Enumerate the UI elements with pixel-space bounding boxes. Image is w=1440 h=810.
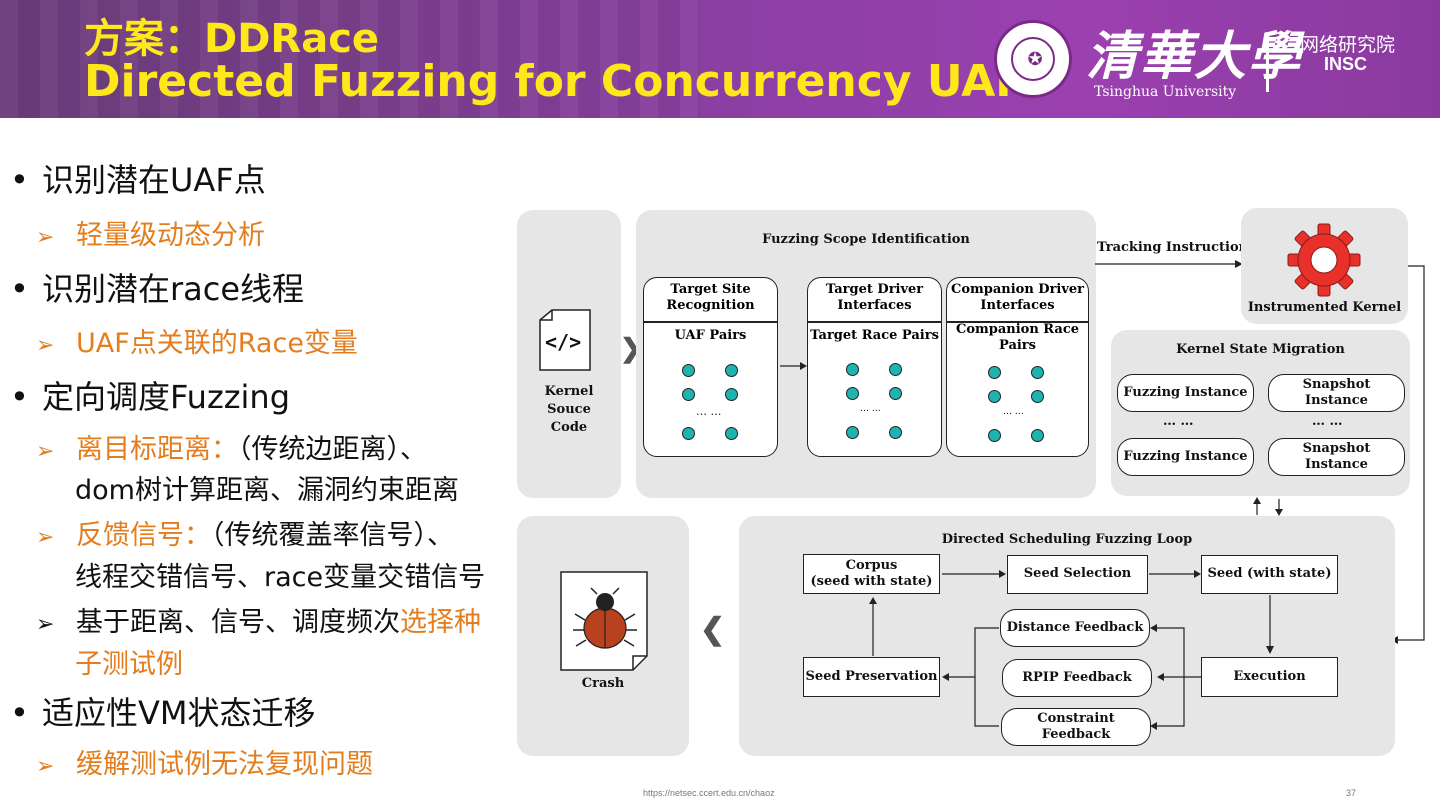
companion-driver-title: Companion Driver Interfaces (947, 282, 1088, 315)
bullet-text: 定向调度Fuzzing (42, 378, 290, 416)
bullet-level1: •识别潜在race线程 (10, 264, 304, 310)
bullet-level1: •适应性VM状态迁移 (10, 688, 316, 734)
code-glyph: </> (545, 330, 581, 354)
bullet-text: 识别潜在UAF点 (42, 161, 266, 199)
bullet-text: 离目标距离： (76, 434, 238, 465)
ellipsis: … … (1312, 414, 1343, 429)
crash-label: Crash (517, 676, 689, 691)
bullet-level2: ➢UAF点关联的Race变量 (36, 321, 358, 360)
arrow-connector (778, 360, 808, 372)
university-logo: ✪ 清華大學 Tsinghua University 网络研究院 INSC (990, 14, 1430, 106)
target-driver-title: Target Driver Interfaces (808, 282, 941, 315)
bullet-text: 识别潜在race线程 (42, 270, 304, 308)
logo-divider (1266, 36, 1269, 92)
target-driver-box: Target Driver Interfaces Target Race Pai… (807, 277, 942, 457)
bullet-continuation: 子测试例 (75, 642, 183, 681)
bullet-level2: ➢离目标距离：（传统边距离）、 (36, 427, 427, 466)
snapshot-instance-box: Snapshot Instance (1268, 374, 1405, 412)
bullet-dot: • (10, 270, 42, 308)
bullet-level1: •定向调度Fuzzing (10, 372, 290, 418)
bullet-continuation: 线程交错信号、race变量交错信号 (75, 555, 485, 594)
kernel-source-label: Kernel Souce Code (521, 383, 617, 438)
kernel-state-migration-title: Kernel State Migration (1111, 342, 1410, 357)
header-banner: 方案：DDRace Directed Fuzzing for Concurren… (0, 0, 1440, 118)
bullet-dot: • (10, 694, 42, 732)
bullet-level1: •识别潜在UAF点 (10, 155, 266, 201)
uaf-pairs-label: UAF Pairs (644, 328, 777, 344)
bullet-text: （传统覆盖率信号）、 (211, 520, 454, 551)
fuzzing-scope-title: Fuzzing Scope Identification (636, 232, 1096, 247)
ellipsis: … … (1163, 414, 1194, 429)
loop-arrows (739, 516, 1395, 756)
arrow-icon: ➢ (36, 225, 76, 250)
bullet-text: 适应性VM状态迁移 (42, 694, 316, 732)
fuzzing-instance-box: Fuzzing Instance (1117, 374, 1254, 412)
snapshot-instance-box: Snapshot Instance (1268, 438, 1405, 476)
bullet-text: 基于距离、信号、调度频次 (76, 607, 400, 638)
bullet-text: 选择种 (400, 607, 481, 638)
slide-title-line2: Directed Fuzzing for Concurrency UAF (84, 56, 1025, 107)
bullet-dot: • (10, 378, 42, 416)
ellipsis: … … (696, 405, 722, 418)
target-site-box: Target Site Recognition UAF Pairs … … (643, 277, 778, 457)
bullet-level2: ➢反馈信号：（传统覆盖率信号）、 (36, 513, 454, 552)
bullet-text: （传统边距离）、 (238, 434, 427, 465)
bullet-level2: ➢基于距离、信号、调度频次选择种 (36, 600, 481, 639)
tracking-instruction-label: Tracking Instruction (1097, 240, 1248, 255)
target-race-pairs-label: Target Race Pairs (808, 328, 941, 344)
target-site-title: Target Site Recognition (644, 282, 777, 315)
arrow-icon: ➢ (36, 612, 76, 637)
companion-race-pairs-label: Companion Race Pairs (947, 322, 1088, 355)
gear-icon (1286, 222, 1362, 298)
university-name-en: Tsinghua University (1094, 84, 1236, 100)
bullet-text: 缓解测试例无法复现问题 (76, 749, 373, 780)
bullet-dot: • (10, 161, 42, 199)
arrow-icon: ➢ (36, 525, 76, 550)
arrow-icon: ➢ (36, 333, 76, 358)
footer-url: https://netsec.ccert.edu.cn/chaoz (643, 788, 775, 798)
companion-driver-box: Companion Driver Interfaces Companion Ra… (946, 277, 1089, 457)
ellipsis: … … (1003, 407, 1024, 417)
bullet-text: UAF点关联的Race变量 (76, 328, 358, 359)
crash-file-icon (559, 570, 651, 672)
ellipsis: … … (860, 404, 881, 414)
bullet-level2: ➢缓解测试例无法复现问题 (36, 742, 373, 781)
fuzzing-instance-box: Fuzzing Instance (1117, 438, 1254, 476)
feedback-path-arrow (1390, 262, 1430, 648)
instrumented-kernel-label: Instrumented Kernel (1241, 300, 1408, 315)
bullet-continuation: dom树计算距离、漏洞约束距离 (75, 468, 459, 507)
tsinghua-seal-icon: ✪ (994, 20, 1072, 98)
institute-name-en: INSC (1324, 54, 1367, 75)
bullet-level2: ➢轻量级动态分析 (36, 213, 265, 252)
tracking-arrow (1095, 258, 1245, 270)
arrow-icon: ➢ (36, 754, 76, 779)
bullet-text: 反馈信号： (76, 520, 211, 551)
bullet-text: 轻量级动态分析 (76, 220, 265, 251)
sync-arrows (1248, 497, 1288, 517)
page-number: 37 (1346, 788, 1356, 798)
arrow-icon: ➢ (36, 439, 76, 464)
university-name-cn: 清華大學 (1086, 14, 1302, 89)
chevron-left-icon: ❮ (700, 612, 725, 647)
institute-name-cn: 网络研究院 (1300, 30, 1395, 57)
